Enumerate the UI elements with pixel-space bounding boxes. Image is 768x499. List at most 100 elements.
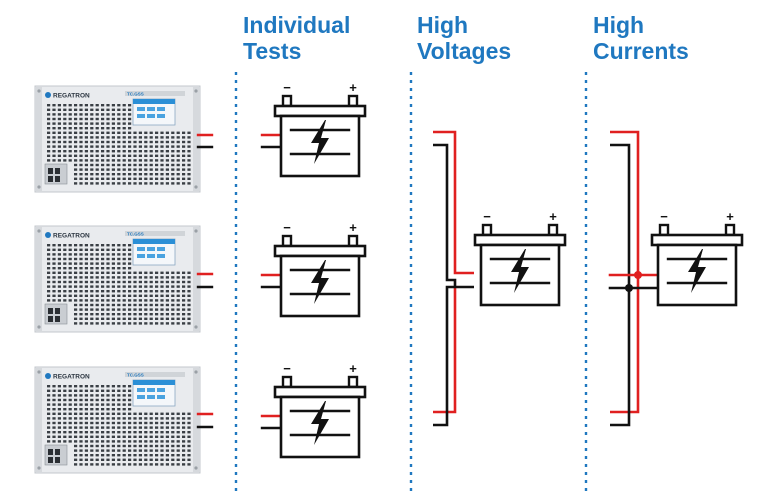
vent-slot [68,113,72,116]
vent-slot [128,421,132,425]
vent-slot [101,403,105,406]
vent-slot [138,163,142,167]
vent-slot [111,389,115,392]
vent-slot [138,140,142,144]
vent-slot [128,122,132,125]
vent-slot [79,463,83,466]
vent-slot [187,322,191,325]
battery-terminal-negative [281,234,293,248]
mounting-screw [37,185,41,189]
vent-slot [111,136,115,139]
mounting-screw [37,89,41,93]
vent-slot [84,113,88,116]
vent-slot [74,299,78,302]
vent-slot [128,403,132,406]
vent-slot [176,290,180,293]
vent-slot [171,280,175,284]
vent-slot [133,145,137,148]
vent-slot [182,182,186,185]
vent-slot [128,458,132,461]
vent-slot [160,412,164,415]
vent-slot [68,104,72,107]
vent-slot [111,412,115,415]
lightning-bolt-icon [311,120,329,164]
vent-slot [138,421,142,425]
vent-slot [117,140,121,144]
vent-slot [122,403,126,406]
vent-slot [160,145,164,148]
vent-slot [90,280,94,284]
vent-slot [106,136,110,139]
vent-slot [133,412,137,415]
mounting-screw [37,325,41,329]
mounting-screw [37,229,41,233]
vent-slot [117,104,121,107]
vent-slot [160,154,164,157]
vent-slot [128,426,132,429]
vent-slot [84,426,88,429]
vent-slot [84,440,88,443]
vent-slot [149,322,153,325]
vent-slot [182,154,186,157]
vent-slot [106,412,110,415]
vent-slot [90,285,94,288]
vent-slot [101,267,105,270]
vent-slot [187,299,191,302]
vent-slot [90,412,94,415]
vent-slot [79,458,83,461]
vent-slot [84,150,88,153]
vent-slot [149,173,153,176]
battery-terminal-positive [347,94,359,108]
vent-slot [57,113,61,116]
vent-slot [74,412,78,415]
vent-slot [122,145,126,148]
vent-slot [68,117,72,121]
vent-slot [138,285,142,288]
vent-slot [101,262,105,265]
vent-slot [182,449,186,452]
vent-slot [57,140,61,144]
vent-slot [187,290,191,293]
vent-slot [52,398,56,402]
vent-slot [144,458,148,461]
vent-slot [79,454,83,457]
vent-slot [165,285,169,288]
vent-slot [106,317,110,320]
vent-slot [133,426,137,429]
vent-slot [117,463,121,466]
vent-slot [106,257,110,261]
vent-slot [138,463,142,466]
vent-slot [138,322,142,325]
vent-slot [84,182,88,185]
parallel-bus-negative [610,143,631,427]
lightning-bolt-icon [688,249,706,293]
vent-slot [68,262,72,265]
vent-slot [79,412,83,415]
vent-slot [47,412,51,415]
vent-slot [57,154,61,157]
vent-slot [171,444,175,448]
vent-slot [117,285,121,288]
battery-high-current: −+ [650,209,744,307]
vent-slot [171,317,175,320]
vent-slot [63,440,67,443]
vent-slot [68,421,72,425]
vent-slot [84,308,88,311]
vent-slot [101,163,105,167]
vent-slot [187,313,191,316]
mounting-screw [194,370,198,374]
vent-slot [57,136,61,139]
vent-slot [84,104,88,107]
vent-slot [117,421,121,425]
vent-slot [68,285,72,288]
vent-slot [74,398,78,402]
vent-slot [63,117,67,121]
vent-slot [128,394,132,397]
vent-slot [90,267,94,270]
vent-slot [138,145,142,148]
vent-slot [79,104,83,107]
vent-slot [52,408,56,411]
vent-slot [182,131,186,134]
vent-slot [95,431,99,434]
vent-slot [47,117,51,121]
